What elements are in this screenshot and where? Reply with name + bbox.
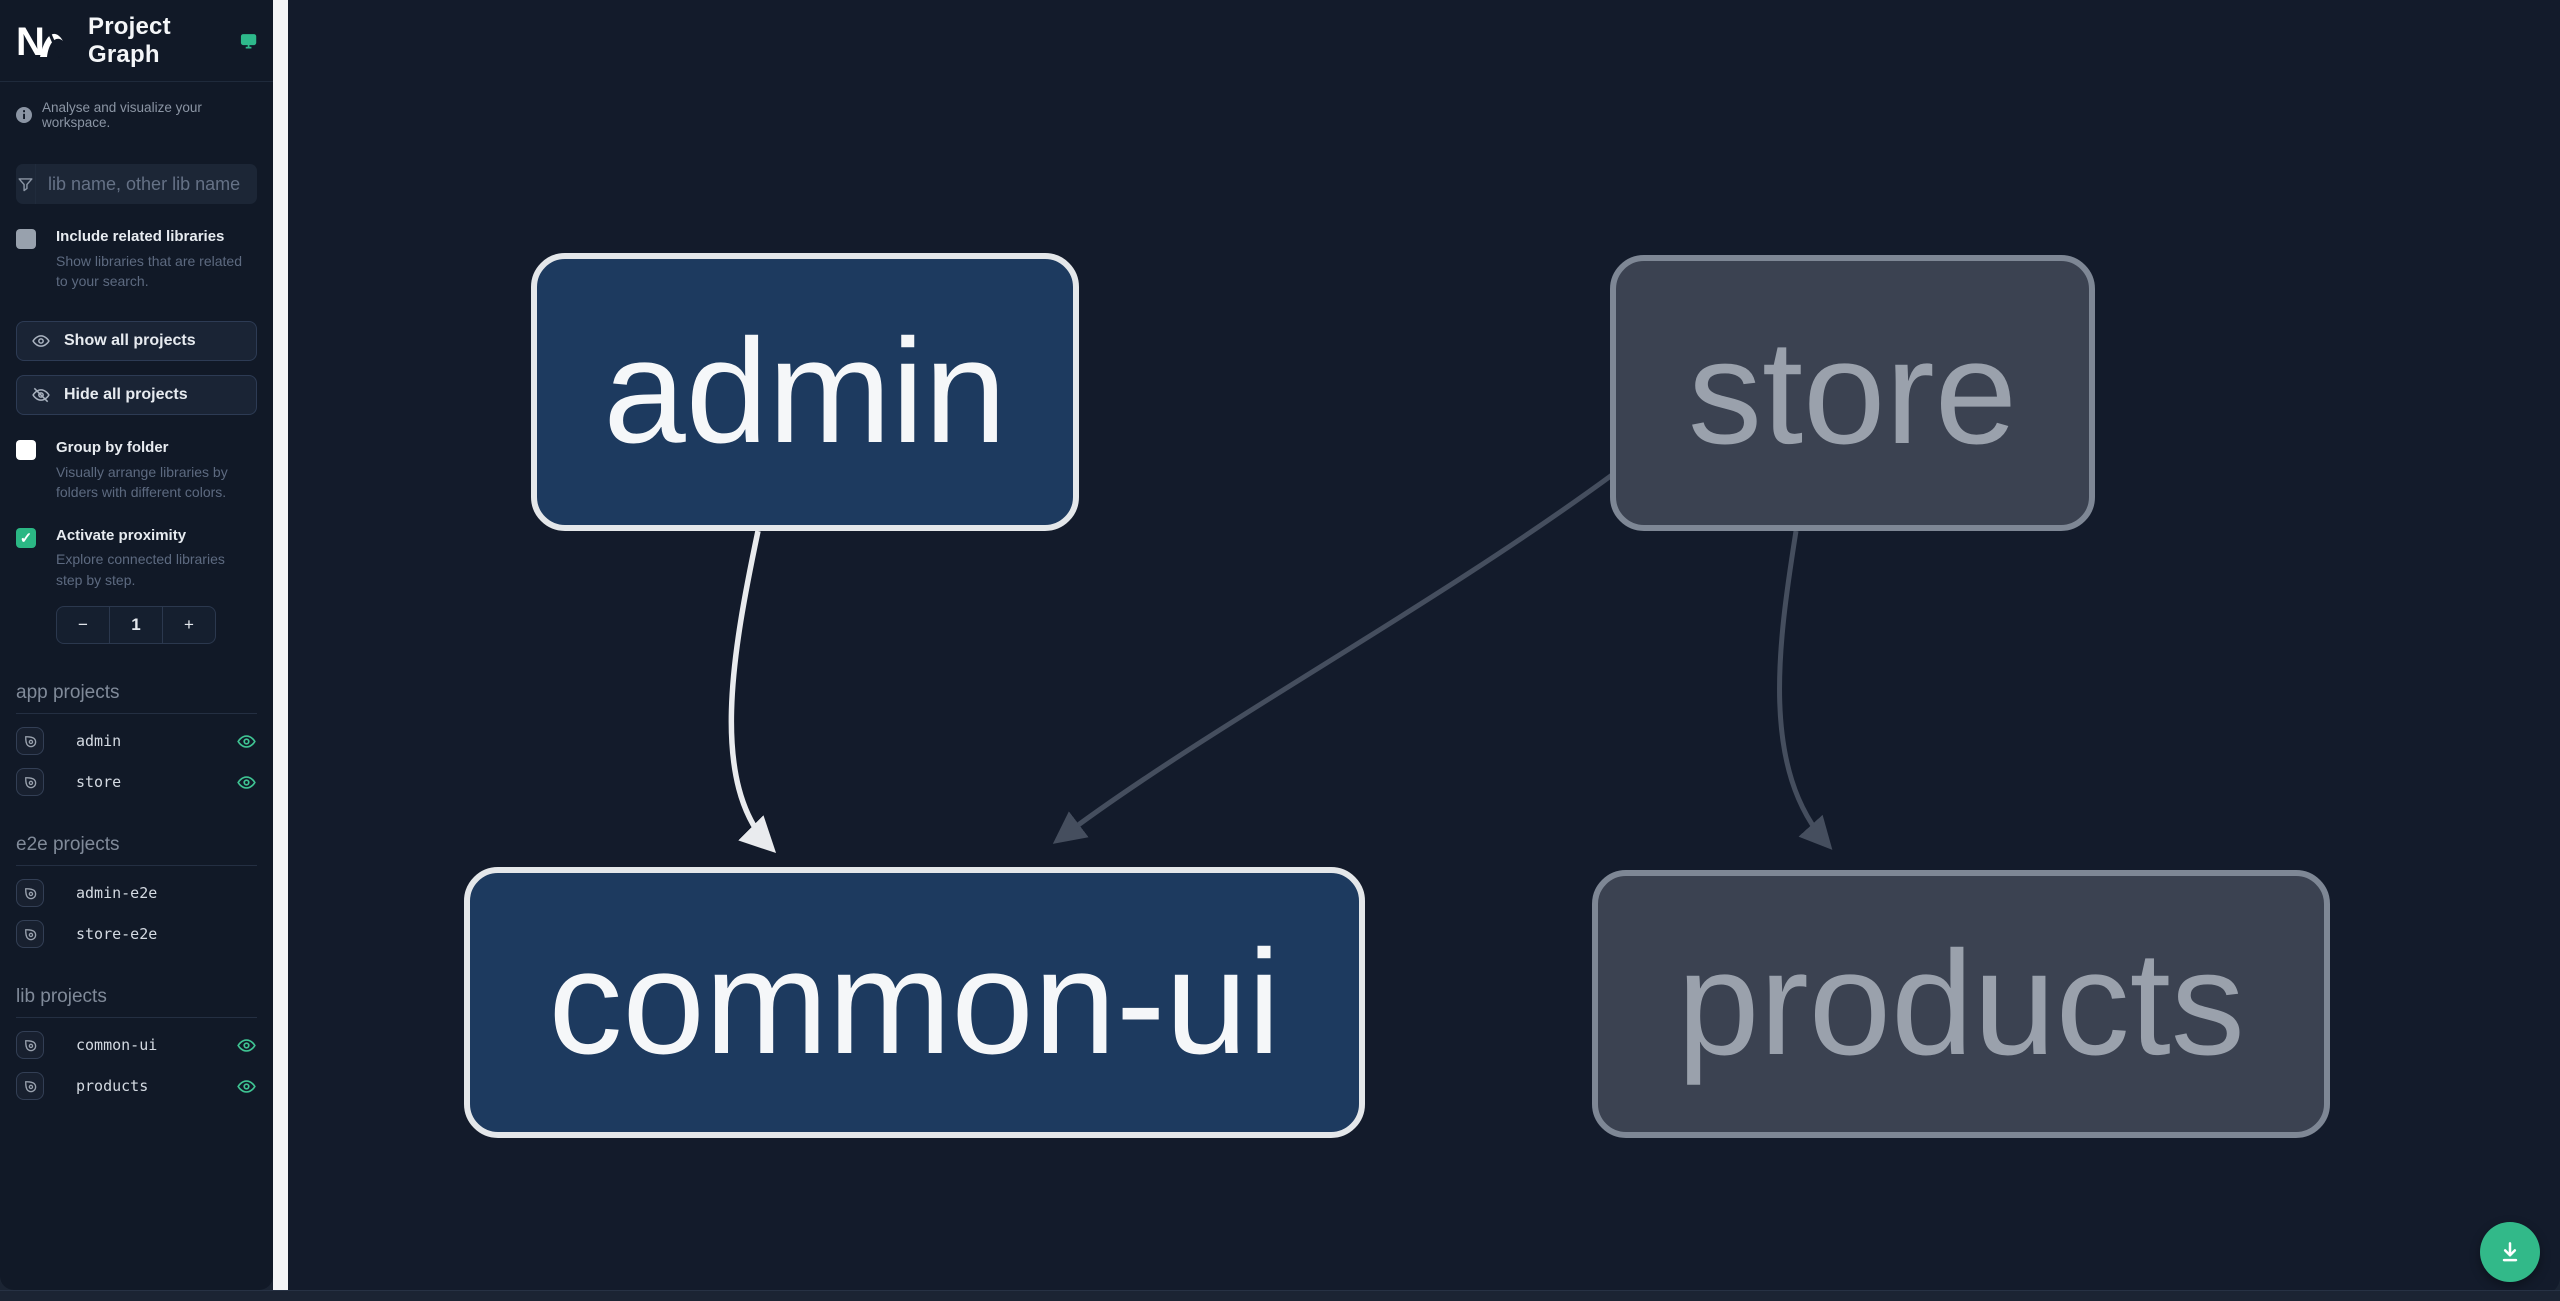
- focus-project-button[interactable]: [16, 920, 44, 949]
- graph-edges: [728, 472, 1833, 854]
- proximity-stepper: − 1 +: [56, 606, 216, 645]
- section-app-projects: app projects admin store: [16, 682, 257, 797]
- include-related-row: Include related libraries Show libraries…: [16, 228, 257, 291]
- focus-project-icon: [25, 1081, 37, 1093]
- edge-store-to-products[interactable]: [1777, 530, 1833, 850]
- focus-project-icon: [25, 1040, 37, 1052]
- proximity-increment-button[interactable]: +: [184, 615, 194, 635]
- sidebar-header: N Project Graph: [0, 0, 273, 82]
- project-visible-eye-icon[interactable]: [236, 1076, 257, 1097]
- eye-off-icon: [32, 388, 50, 403]
- focus-project-button[interactable]: [16, 768, 44, 797]
- focus-project-button[interactable]: [16, 1031, 44, 1060]
- graph-node-products[interactable]: products: [1592, 870, 2330, 1138]
- include-related-label: Include related libraries: [56, 228, 225, 245]
- eye-icon: [32, 335, 50, 348]
- activate-proximity-row: ✓ Activate proximity Explore connected l…: [16, 527, 257, 590]
- project-name[interactable]: common-ui: [76, 1036, 158, 1055]
- node-label: store: [1687, 310, 2018, 475]
- nx-logo-icon: N: [16, 20, 63, 63]
- svg-text:N: N: [16, 20, 45, 63]
- info-icon: [16, 107, 32, 123]
- group-by-folder-description: Visually arrange libraries by folders wi…: [56, 464, 228, 501]
- project-row-products: products: [16, 1072, 257, 1101]
- group-by-folder-row: Group by folder Visually arrange librari…: [16, 439, 257, 502]
- focus-project-button[interactable]: [16, 879, 44, 908]
- project-visible-eye-icon[interactable]: [236, 772, 257, 793]
- activate-proximity-label: Activate proximity: [56, 526, 187, 544]
- activate-proximity-checkbox[interactable]: ✓: [16, 527, 36, 548]
- activate-proximity-description: Explore connected libraries step by step…: [56, 551, 225, 588]
- project-name[interactable]: products: [76, 1077, 149, 1096]
- include-related-description: Show libraries that are related to your …: [56, 252, 242, 290]
- node-label: products: [1677, 921, 2245, 1086]
- project-name[interactable]: admin: [76, 732, 122, 751]
- node-label: admin: [603, 309, 1007, 474]
- project-name[interactable]: admin-e2e: [76, 884, 158, 903]
- focus-project-icon: [25, 888, 37, 900]
- focus-project-icon: [25, 929, 37, 941]
- group-by-folder-checkbox[interactable]: [16, 440, 36, 461]
- show-all-projects-button[interactable]: Show all projects: [16, 321, 257, 362]
- sidebar-resize-gutter[interactable]: [273, 0, 288, 1301]
- monitor-icon[interactable]: [240, 30, 257, 52]
- edge-store-to-common-ui[interactable]: [1052, 472, 1614, 844]
- group-by-folder-label: Group by folder: [56, 439, 169, 457]
- hide-all-projects-button[interactable]: Hide all projects: [16, 375, 257, 416]
- project-graph-canvas[interactable]: admin store common-ui products: [288, 0, 2560, 1295]
- section-title: app projects: [16, 682, 257, 715]
- section-lib-projects: lib projects common-ui produ: [16, 986, 257, 1101]
- focus-project-icon: [25, 777, 37, 789]
- graph-node-store[interactable]: store: [1610, 255, 2095, 531]
- project-row-store-e2e: store-e2e: [16, 920, 257, 949]
- show-all-projects-label: Show all projects: [64, 332, 196, 350]
- horizontal-scrollbar-track[interactable]: [0, 1290, 2560, 1301]
- download-graph-button[interactable]: [2480, 1222, 2540, 1282]
- project-name[interactable]: store-e2e: [76, 925, 158, 944]
- project-row-admin-e2e: admin-e2e: [16, 879, 257, 908]
- proximity-decrement-button[interactable]: −: [78, 615, 88, 635]
- project-row-store: store: [16, 768, 257, 797]
- include-related-checkbox[interactable]: [16, 229, 36, 249]
- proximity-value: 1: [109, 607, 163, 644]
- search-input[interactable]: [36, 164, 257, 204]
- workspace-tagline: Analyse and visualize your workspace.: [16, 100, 257, 130]
- section-title: lib projects: [16, 986, 257, 1019]
- section-e2e-projects: e2e projects admin-e2e store-e2e: [16, 834, 257, 949]
- filter-icon: [16, 164, 36, 204]
- page-title: Project Graph: [88, 12, 171, 68]
- hide-all-projects-label: Hide all projects: [64, 386, 188, 404]
- graph-node-admin[interactable]: admin: [531, 253, 1079, 531]
- edge-admin-to-common-ui[interactable]: [728, 530, 777, 854]
- project-visible-eye-icon[interactable]: [236, 731, 257, 752]
- download-icon: [2502, 1242, 2518, 1262]
- focus-project-button[interactable]: [16, 727, 44, 756]
- project-visible-eye-icon[interactable]: [236, 1035, 257, 1056]
- sidebar: N Project Graph Analyse and visualize yo…: [0, 0, 273, 1290]
- project-row-common-ui: common-ui: [16, 1031, 257, 1060]
- project-name[interactable]: store: [76, 773, 122, 792]
- tagline-text: Analyse and visualize your workspace.: [42, 100, 202, 130]
- graph-node-common-ui[interactable]: common-ui: [464, 867, 1365, 1138]
- node-label: common-ui: [548, 919, 1281, 1085]
- project-row-admin: admin: [16, 727, 257, 756]
- section-title: e2e projects: [16, 834, 257, 867]
- focus-project-icon: [25, 736, 37, 748]
- focus-project-button[interactable]: [16, 1072, 44, 1101]
- search-bar: [16, 164, 257, 204]
